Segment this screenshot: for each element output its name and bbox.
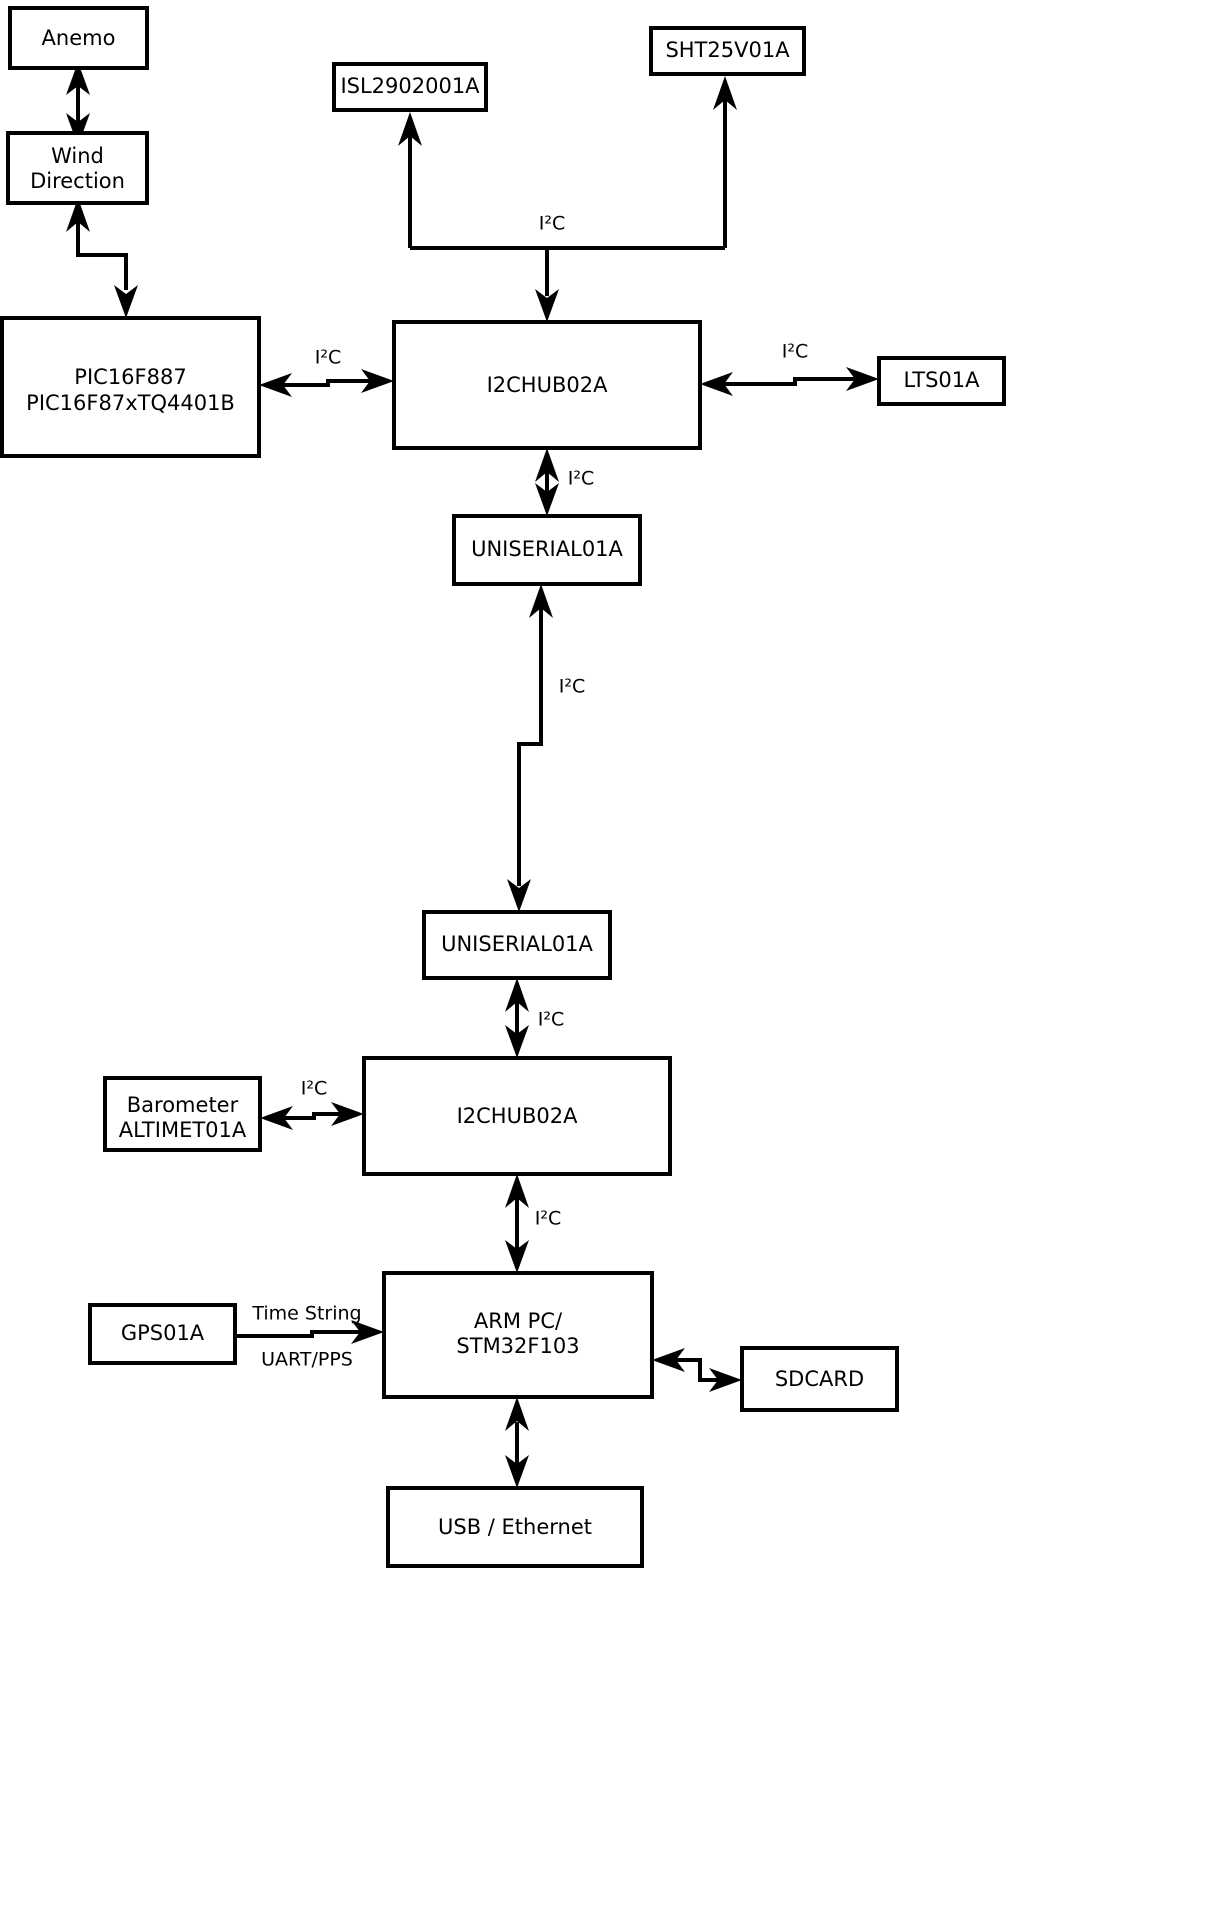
conn-hub-isl-sht-bus <box>398 76 737 322</box>
node-isl2902001a[interactable]: ISL2902001A <box>332 62 488 112</box>
label-i2c-uniserial-link: I²C <box>559 676 586 698</box>
node-sdcard-label: SDCARD <box>775 1367 864 1391</box>
label-i2c-hub-top: I²C <box>539 213 566 235</box>
node-usb-ethernet-label: USB / Ethernet <box>438 1515 592 1539</box>
node-pic16f887-label-line1: PIC16F887 <box>74 365 186 389</box>
node-i2chub02a-bottom-label: I2CHUB02A <box>457 1104 579 1128</box>
node-i2chub02a-top[interactable]: I2CHUB02A <box>392 320 702 450</box>
label-i2c-hub2-arm: I²C <box>535 1208 562 1230</box>
conn-gps-arm <box>235 1320 384 1344</box>
node-anemo-label: Anemo <box>42 26 116 50</box>
conn-uniserial2-uniserial1 <box>507 584 553 912</box>
node-i2chub02a-bottom[interactable]: I2CHUB02A <box>362 1056 672 1176</box>
label-i2c-hub-lts: I²C <box>782 341 809 363</box>
node-lts01a[interactable]: LTS01A <box>877 356 1006 406</box>
node-sht25v01a[interactable]: SHT25V01A <box>649 26 806 76</box>
node-pic16f887[interactable]: PIC16F887 PIC16F87xTQ4401B <box>0 316 261 458</box>
node-arm-pc-label-line2: STM32F103 <box>456 1334 579 1358</box>
conn-baro-hub2 <box>260 1102 364 1130</box>
node-sht25v01a-label: SHT25V01A <box>665 38 790 62</box>
label-i2c-hub-uniserial: I²C <box>568 468 595 490</box>
node-uniserial01a-upper[interactable]: UNISERIAL01A <box>452 514 642 586</box>
node-isl2902001a-label: ISL2902001A <box>340 74 480 98</box>
node-arm-pc-stm32f103[interactable]: ARM PC/ STM32F103 <box>382 1271 654 1399</box>
conn-hub2-arm <box>505 1174 529 1273</box>
node-arm-pc-label-line1: ARM PC/ <box>474 1309 563 1333</box>
conn-hub-lts <box>700 367 879 396</box>
node-anemo[interactable]: Anemo <box>8 6 149 70</box>
node-wind-direction-label-line1: Wind <box>51 144 104 168</box>
conn-wind-anemo <box>66 62 90 146</box>
label-i2c-uni2-hub2: I²C <box>538 1009 565 1031</box>
node-uniserial01a-lower-label: UNISERIAL01A <box>441 932 593 956</box>
node-barometer-altimet01a[interactable]: Barometer ALTIMET01A <box>103 1076 262 1152</box>
node-uniserial01a-upper-label: UNISERIAL01A <box>471 537 623 561</box>
node-usb-ethernet[interactable]: USB / Ethernet <box>386 1486 644 1568</box>
node-wind-direction-label-line2: Direction <box>30 169 125 193</box>
conn-hub-uniserial1 <box>535 448 559 516</box>
conn-pic-wind <box>66 198 138 318</box>
node-gps01a-label: GPS01A <box>121 1321 205 1345</box>
label-i2c-pic-hub: I²C <box>315 347 342 369</box>
conn-uniserial2-hub2 <box>505 978 529 1058</box>
node-sdcard[interactable]: SDCARD <box>740 1346 899 1412</box>
label-time-string: Time String <box>251 1303 361 1325</box>
node-uniserial01a-lower[interactable]: UNISERIAL01A <box>422 910 612 980</box>
conn-arm-usb <box>505 1397 529 1488</box>
node-barometer-label-line1: Barometer <box>127 1093 239 1117</box>
node-barometer-label-line2: ALTIMET01A <box>119 1118 247 1142</box>
conn-pic-hub <box>259 369 394 397</box>
label-i2c-baro-hub2: I²C <box>301 1078 328 1100</box>
node-i2chub02a-top-label: I2CHUB02A <box>487 373 609 397</box>
conn-arm-sdcard <box>652 1348 742 1392</box>
node-gps01a[interactable]: GPS01A <box>88 1303 237 1365</box>
node-pic16f887-label-line2: PIC16F87xTQ4401B <box>26 391 235 415</box>
node-wind-direction[interactable]: Wind Direction <box>6 131 149 205</box>
node-lts01a-label: LTS01A <box>903 368 980 392</box>
label-uart-pps: UART/PPS <box>261 1349 353 1371</box>
